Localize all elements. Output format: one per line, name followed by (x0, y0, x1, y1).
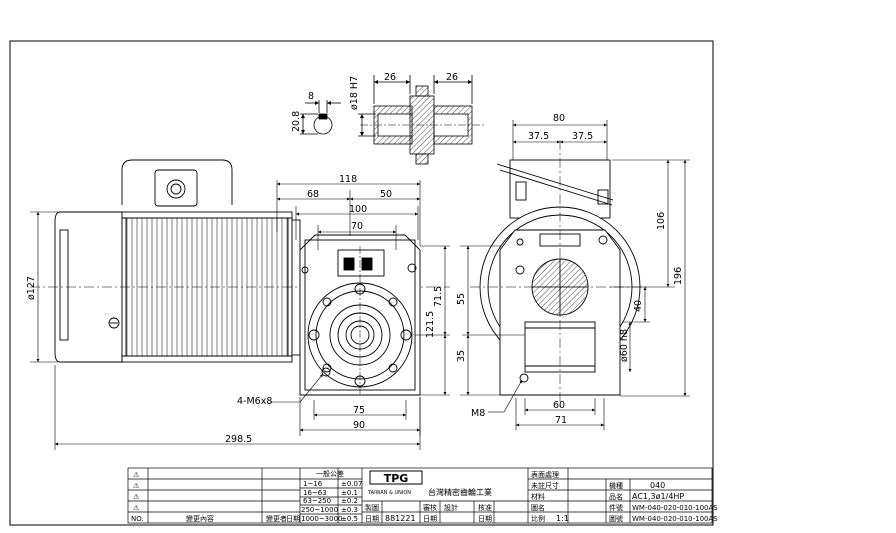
drawing-no-label: 圖號 (609, 514, 623, 523)
tol-value-1: ±0.07 (341, 480, 362, 488)
part-label: 件號 (609, 503, 623, 512)
dim-55: 55 (456, 293, 467, 305)
tol-range-1: 1~16 (303, 480, 323, 488)
tol-range-3: 63~250 (303, 497, 331, 505)
dim-40: 40 (633, 300, 644, 312)
dim-60: 60 (553, 400, 565, 411)
dim-71-5: 71.5 (433, 286, 444, 307)
label-date-2: 日期 (423, 515, 437, 523)
coupling-right-dim: 26 (446, 72, 458, 83)
coupling-left-dim: 26 (384, 72, 396, 83)
change-mark-2: ⚠ (133, 482, 140, 490)
dim-71: 71 (555, 415, 567, 426)
change-mark-3: ⚠ (133, 493, 140, 501)
company-name: 台灣精密齒輪工業 (428, 487, 492, 497)
change-mark-4: ⚠ (133, 504, 140, 512)
label-material: 材料 (531, 492, 545, 501)
label-date-3: 日期 (478, 515, 492, 523)
model-label: 機種 (609, 481, 623, 490)
title-block (127, 467, 713, 524)
gearbox-front-view (299, 234, 421, 396)
logo-sub: TAIWAN & UNION (367, 490, 411, 496)
label-checker: 審核 (423, 503, 437, 512)
tol-range-4: 250~1000 (301, 506, 338, 514)
drawing-no-value: WM-040-020-010-100AS (632, 515, 718, 523)
dim-35: 35 (456, 350, 467, 362)
part-value: WM-040-020-010-100AS (632, 504, 718, 512)
label-drawer: 製圖 (365, 503, 379, 512)
dim-70: 70 (351, 221, 363, 232)
change-mark-1: ⚠ (133, 471, 140, 479)
front-view-dimensions (30, 180, 450, 450)
dim-106: 106 (656, 212, 667, 230)
key-width-dim: 8 (308, 91, 314, 102)
total-length-dim: 298.5 (225, 434, 252, 445)
dim-80: 80 (553, 113, 565, 124)
tolerance-title: 一般公差 (316, 469, 344, 478)
keyway-detail (300, 100, 341, 135)
motor-side-view (30, 159, 450, 363)
col-no: NO. (131, 515, 144, 523)
motor-dia-dim: ø127 (26, 276, 37, 300)
shaft-coupling-section (358, 75, 486, 165)
dim-68: 68 (307, 189, 319, 200)
dim-118: 118 (339, 174, 357, 185)
dim-100: 100 (349, 204, 367, 215)
tol-range-2: 16~63 (303, 489, 327, 497)
dim-196: 196 (673, 267, 684, 285)
col-changer: 變更者 (266, 514, 287, 523)
dim-75: 75 (353, 405, 365, 416)
product-label: 品名 (609, 492, 623, 501)
tol-value-3: ±0.2 (341, 497, 358, 505)
label-surface: 表面處理 (531, 470, 559, 479)
col-date: 日期 (286, 515, 300, 523)
model-value: 040 (650, 481, 665, 490)
dim-37-5-right: 37.5 (572, 131, 593, 142)
shaft-dia-dim: ø18 H7 (349, 76, 360, 110)
label-scale: 比例 (531, 514, 545, 523)
scale-value: 1:1 (556, 514, 569, 523)
product-value: AC1,3ø1/4HP (632, 492, 684, 501)
label-drawing-name: 圖名 (531, 503, 545, 512)
date-value: 881221 (385, 514, 416, 523)
col-change-content: 變更內容 (186, 514, 214, 523)
company-logo: TPG TAIWAN & UNION (367, 470, 423, 496)
key-height-dim: 20.8 (291, 111, 302, 132)
tol-range-5: 1000~3000 (301, 515, 343, 523)
tap-callout: M8 (471, 408, 485, 419)
logo-text: TPG (384, 472, 409, 485)
dim-121-5: 121.5 (425, 311, 436, 338)
label-designer: 設計 (444, 503, 458, 512)
tol-value-5: ±0.5 (341, 515, 358, 523)
label-untol: 未註尺寸 (531, 481, 559, 490)
label-approver: 核准 (478, 503, 492, 512)
dim-90: 90 (353, 420, 365, 431)
bolt-callout: 4-M6x8 (237, 396, 272, 407)
sheet-border (9, 40, 714, 526)
dim-37-5-left: 37.5 (528, 131, 549, 142)
tol-value-4: ±0.3 (341, 506, 358, 514)
tol-value-2: ±0.1 (341, 489, 358, 497)
dim-50: 50 (380, 189, 392, 200)
gearbox-side-view (470, 140, 650, 410)
dim-flange-dia: ø60 h8 (619, 329, 630, 362)
label-date: 日期 (365, 515, 379, 523)
side-view-dimensions (460, 120, 690, 430)
